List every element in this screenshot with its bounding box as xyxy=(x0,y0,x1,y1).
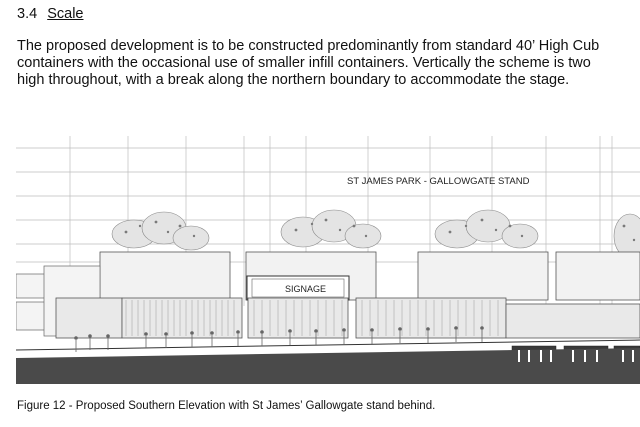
signage-panel: SIGNAGE xyxy=(246,275,350,301)
signage-label: SIGNAGE xyxy=(285,284,326,294)
ground-containers xyxy=(55,297,640,339)
section-number: 3.4 xyxy=(17,6,38,22)
pedestrian-heads xyxy=(74,326,484,340)
pedestrian-figures xyxy=(75,330,483,352)
container-ribs xyxy=(125,300,499,336)
stand-label: ST JAMES PARK - GALLOWGATE STAND xyxy=(347,176,530,187)
upper-containers xyxy=(99,251,640,301)
section-title: Scale xyxy=(47,6,84,22)
tree-canopies xyxy=(111,209,640,259)
elevation-drawing: ST JAMES PARK - GALLOWGATE STAND xyxy=(16,136,640,384)
section-heading: 3.4 Scale xyxy=(17,6,83,22)
paragraph-line: high throughout, with a break along the … xyxy=(17,72,570,88)
tree-texture xyxy=(124,218,636,242)
figure-caption: Figure 12 - Proposed Southern Elevation … xyxy=(17,400,436,412)
street-level xyxy=(16,339,640,384)
paragraph-line: containers with the occasional use of sm… xyxy=(17,55,591,71)
paragraph-line: The proposed development is to be constr… xyxy=(17,38,600,54)
pedestrians-in-openings xyxy=(518,350,634,362)
body-paragraph: The proposed development is to be constr… xyxy=(17,38,640,89)
